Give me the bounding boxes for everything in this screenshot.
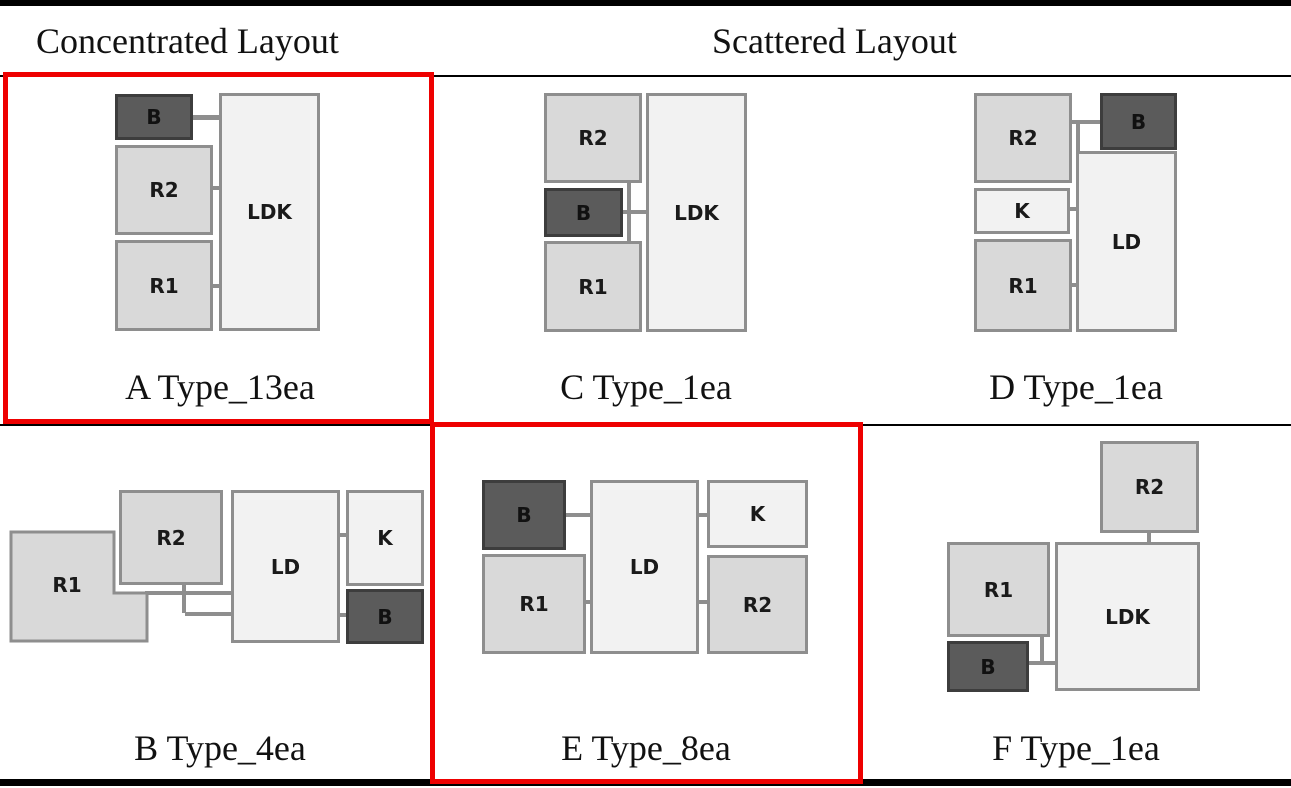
room-r1: R1	[115, 240, 213, 331]
room-ld: LD	[1076, 151, 1177, 332]
room-r2: R2	[119, 490, 223, 585]
room-r1: R1	[974, 239, 1072, 332]
room-r1: R1	[482, 554, 586, 654]
room-bathroom: B	[947, 641, 1029, 692]
connector	[1147, 531, 1151, 545]
caption-type-c: C Type_1ea	[560, 367, 732, 407]
connector	[1076, 120, 1080, 156]
room-r1: R1	[544, 241, 642, 332]
connector	[697, 513, 709, 517]
connector	[212, 186, 220, 190]
connector	[564, 513, 592, 517]
highlight-box-type-a	[3, 72, 434, 424]
room-kitchen: K	[974, 188, 1070, 234]
connector	[622, 210, 648, 214]
connector	[584, 600, 592, 604]
connector	[145, 591, 233, 595]
highlight-box-type-e	[430, 422, 863, 784]
room-bathroom: B	[1100, 93, 1177, 150]
connector	[697, 600, 709, 604]
room-bathroom: B	[544, 188, 623, 237]
room-ldk: LDK	[219, 93, 320, 331]
caption-type-d: D Type_1ea	[989, 367, 1163, 407]
room-r2: R2	[115, 145, 213, 235]
connector	[338, 613, 348, 617]
connector	[338, 533, 348, 537]
room-bathroom: B	[115, 94, 193, 140]
caption-type-f: F Type_1ea	[992, 728, 1160, 768]
header-concentrated-layout: Concentrated Layout	[36, 21, 339, 61]
room-bathroom: B	[482, 480, 566, 550]
connector	[182, 583, 186, 613]
connector	[1066, 283, 1078, 287]
top-rule	[0, 0, 1291, 6]
connector	[1040, 635, 1044, 665]
connector	[185, 612, 233, 616]
connector	[212, 284, 220, 288]
connector	[1066, 207, 1078, 211]
room-r1: R1	[52, 573, 82, 597]
room-bathroom: B	[346, 589, 424, 644]
header-scattered-layout: Scattered Layout	[712, 21, 957, 61]
connector	[627, 182, 631, 244]
header-rule	[0, 75, 1291, 77]
room-ldk: LDK	[646, 93, 747, 332]
caption-type-b: B Type_4ea	[134, 728, 306, 768]
caption-type-e: E Type_8ea	[561, 728, 731, 768]
room-ld: LD	[231, 490, 340, 643]
room-ld: LD	[590, 480, 699, 654]
room-kitchen: K	[707, 480, 808, 548]
room-ldk: LDK	[1055, 542, 1200, 691]
room-r2: R2	[1100, 441, 1199, 533]
connector	[1070, 120, 1102, 124]
room-r1: R1	[947, 542, 1050, 637]
caption-type-a: A Type_13ea	[125, 367, 315, 407]
room-r2: R2	[707, 555, 808, 654]
room-r2: R2	[974, 93, 1072, 183]
connector	[192, 115, 220, 120]
room-kitchen: K	[346, 490, 424, 586]
room-r2: R2	[544, 93, 642, 183]
